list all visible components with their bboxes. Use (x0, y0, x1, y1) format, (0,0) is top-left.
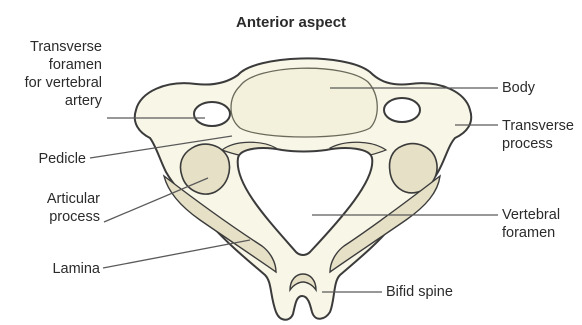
leader-lamina (103, 240, 250, 268)
label-pedicle: Pedicle (8, 150, 86, 168)
transverse-foramen-left (194, 102, 230, 126)
label-body: Body (502, 79, 535, 97)
vertebral-body (231, 68, 377, 137)
label-bifid-spine: Bifid spine (386, 283, 453, 301)
label-articular-process: Articular process (8, 190, 100, 226)
diagram-title: Anterior aspect (236, 14, 346, 32)
label-transverse-process: Transverse process (502, 117, 574, 153)
label-lamina: Lamina (8, 260, 100, 278)
transverse-foramen-right (384, 98, 420, 122)
label-transverse-foramen: Transverse foramen for vertebral artery (8, 38, 102, 110)
label-vertebral-foramen: Vertebral foramen (502, 206, 560, 242)
